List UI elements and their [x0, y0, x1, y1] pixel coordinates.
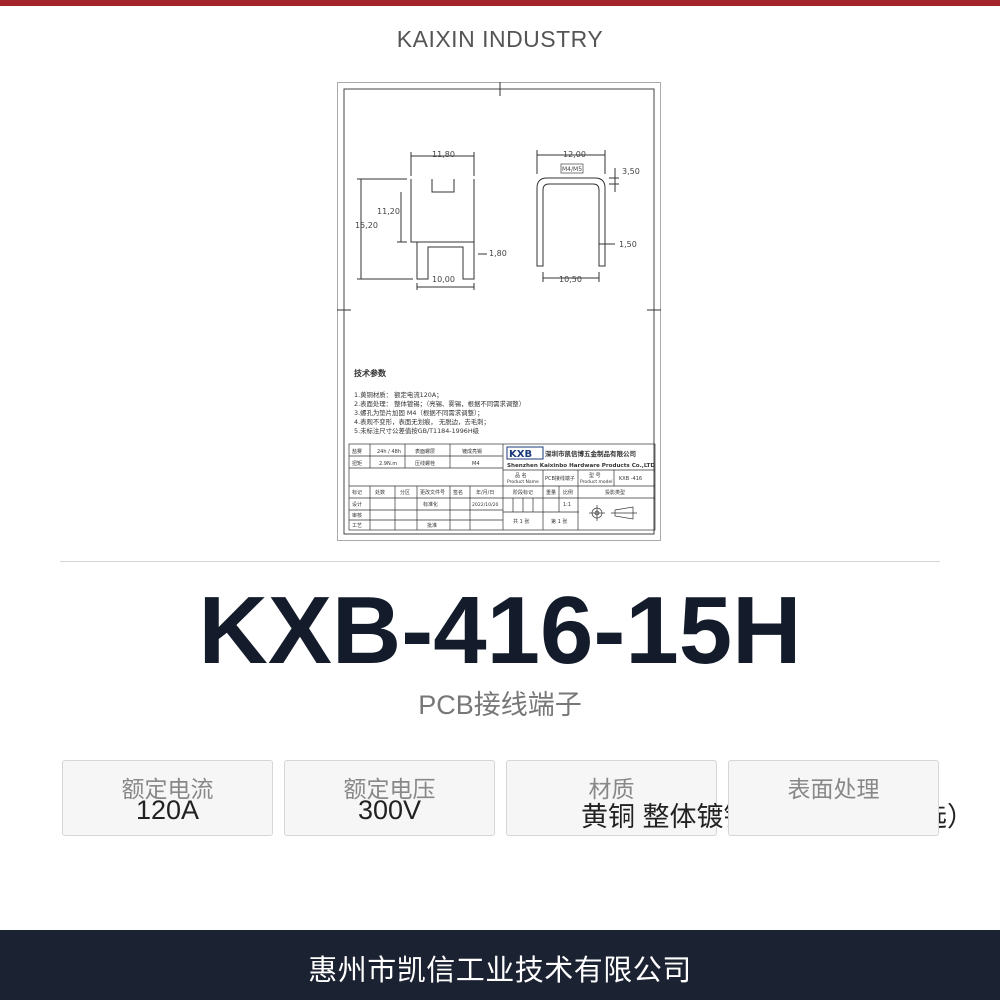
spec-card-surface: 表面处理	[728, 760, 939, 836]
tb-cell: 投影类型	[605, 489, 625, 496]
tb-cell: 2.9N.m	[379, 461, 397, 467]
spec-label: 额定电流	[121, 776, 214, 802]
tb-cell: 镀成亮锡	[462, 448, 482, 455]
tech-line: 4.表观不变形，表面无划痕， 无脱边，去毛刺；	[354, 417, 490, 426]
company-en: Shenzhen Kaixinbo Hardware Products Co.,…	[507, 463, 655, 469]
product-model: KXB-416-15H	[198, 577, 802, 684]
tb-cell: 1:1	[563, 502, 571, 508]
tb-cell: 品 名	[515, 472, 527, 479]
tb-cell: 扭矩	[352, 460, 362, 467]
tb-cell: 年/月/日	[476, 489, 494, 496]
dim-top-width: 11,80	[432, 150, 455, 159]
side-view	[536, 150, 619, 282]
tb-cell: Product model	[580, 479, 613, 485]
tb-cell: 压线螺栓	[415, 460, 435, 467]
dim-side-pin: 1,50	[619, 240, 637, 249]
divider	[60, 561, 940, 562]
spec-value: 120A	[135, 795, 200, 825]
dim-screw: M4/M5	[562, 166, 582, 173]
tb-cell: 更改文件号	[420, 489, 445, 496]
spec-card-current: 额定电流 120A	[62, 760, 273, 836]
tb-cell: 共 1 张	[513, 518, 529, 525]
tb-cell: 审核	[352, 512, 362, 519]
tb-cell: 盐雾	[352, 448, 362, 455]
tb-cell: 标准化	[423, 501, 438, 508]
dim-height-inner: 11,20	[377, 207, 400, 216]
tb-cell: 24h / 48h	[377, 449, 401, 455]
tb-cell: KXB -416	[619, 476, 642, 482]
spec-label: 表面处理	[787, 776, 880, 802]
tb-cell: Product Name	[507, 479, 539, 485]
front-view	[357, 152, 487, 290]
spec-label: 材质	[588, 776, 635, 802]
tb-cell: 分区	[400, 489, 410, 496]
dim-height-total: 15,20	[355, 221, 378, 230]
technical-drawing: 11,80 15,20 11,20 1,80 10,00 12,00 M4/M5…	[337, 82, 661, 541]
tech-line: 1.黄铜材质： 额定电流120A；	[354, 390, 443, 399]
tb-cell: 签名	[453, 489, 463, 496]
company-cn: 深圳市凯信博五金制品有限公司	[545, 449, 636, 458]
tb-cell: 表面螺层	[415, 448, 435, 455]
tb-cell: 比例	[563, 489, 573, 496]
spec-value: 300V	[357, 795, 422, 825]
tech-line: 2.表面处理： 整体镀锡；（亮锡、雾锡，根据不同需求调整）	[354, 399, 525, 408]
tb-cell: 处数	[375, 489, 385, 496]
tb-cell: 批准	[427, 522, 437, 529]
footer-company: 惠州市凯信工业技术有限公司	[308, 955, 692, 987]
tech-line: 5.未标注尺寸公差值按GB/T1184-1996H级	[354, 426, 480, 435]
tech-title: 技术参数	[354, 368, 387, 378]
footer-bar: 惠州市凯信工业技术有限公司	[0, 930, 1000, 1000]
dim-side-top: 3,50	[622, 167, 640, 176]
tb-cell: 2022/10/20	[472, 502, 499, 508]
projection-symbol-icon	[589, 505, 637, 521]
spec-card-voltage: 额定电压 300V	[284, 760, 495, 836]
brand-header: KAIXIN INDUSTRY	[396, 26, 604, 52]
dim-pin-width: 1,80	[489, 249, 507, 258]
top-accent-bar	[0, 0, 1000, 6]
tb-cell: 标记	[352, 489, 362, 496]
tb-cell: 阶段标记	[513, 489, 533, 496]
tb-cell: 重量	[546, 489, 556, 496]
tech-line: 3.螺孔为垫片加固 M4（根据不同需求调整）；	[354, 408, 484, 417]
product-subtitle: PCB接线端子	[418, 690, 582, 720]
dim-side-width: 12,00	[563, 150, 586, 159]
tb-cell: 型 号	[589, 472, 601, 479]
tb-cell: M4	[472, 461, 480, 467]
tb-cell: 设计	[352, 501, 362, 508]
tb-cell: 工艺	[352, 523, 362, 529]
kxb-logo: KXB	[509, 449, 532, 460]
tb-cell: PCB接线端子	[545, 475, 575, 482]
tb-cell: 第 1 张	[551, 518, 567, 525]
spec-card-material: 材质 黄铜 整体镀锡（亮锡/雾锡可选）	[506, 760, 974, 836]
dim-bottom-width: 10,00	[432, 275, 455, 284]
dim-side-bottom: 10,50	[559, 275, 582, 284]
title-block	[348, 443, 656, 531]
spec-label: 额定电压	[343, 776, 436, 802]
